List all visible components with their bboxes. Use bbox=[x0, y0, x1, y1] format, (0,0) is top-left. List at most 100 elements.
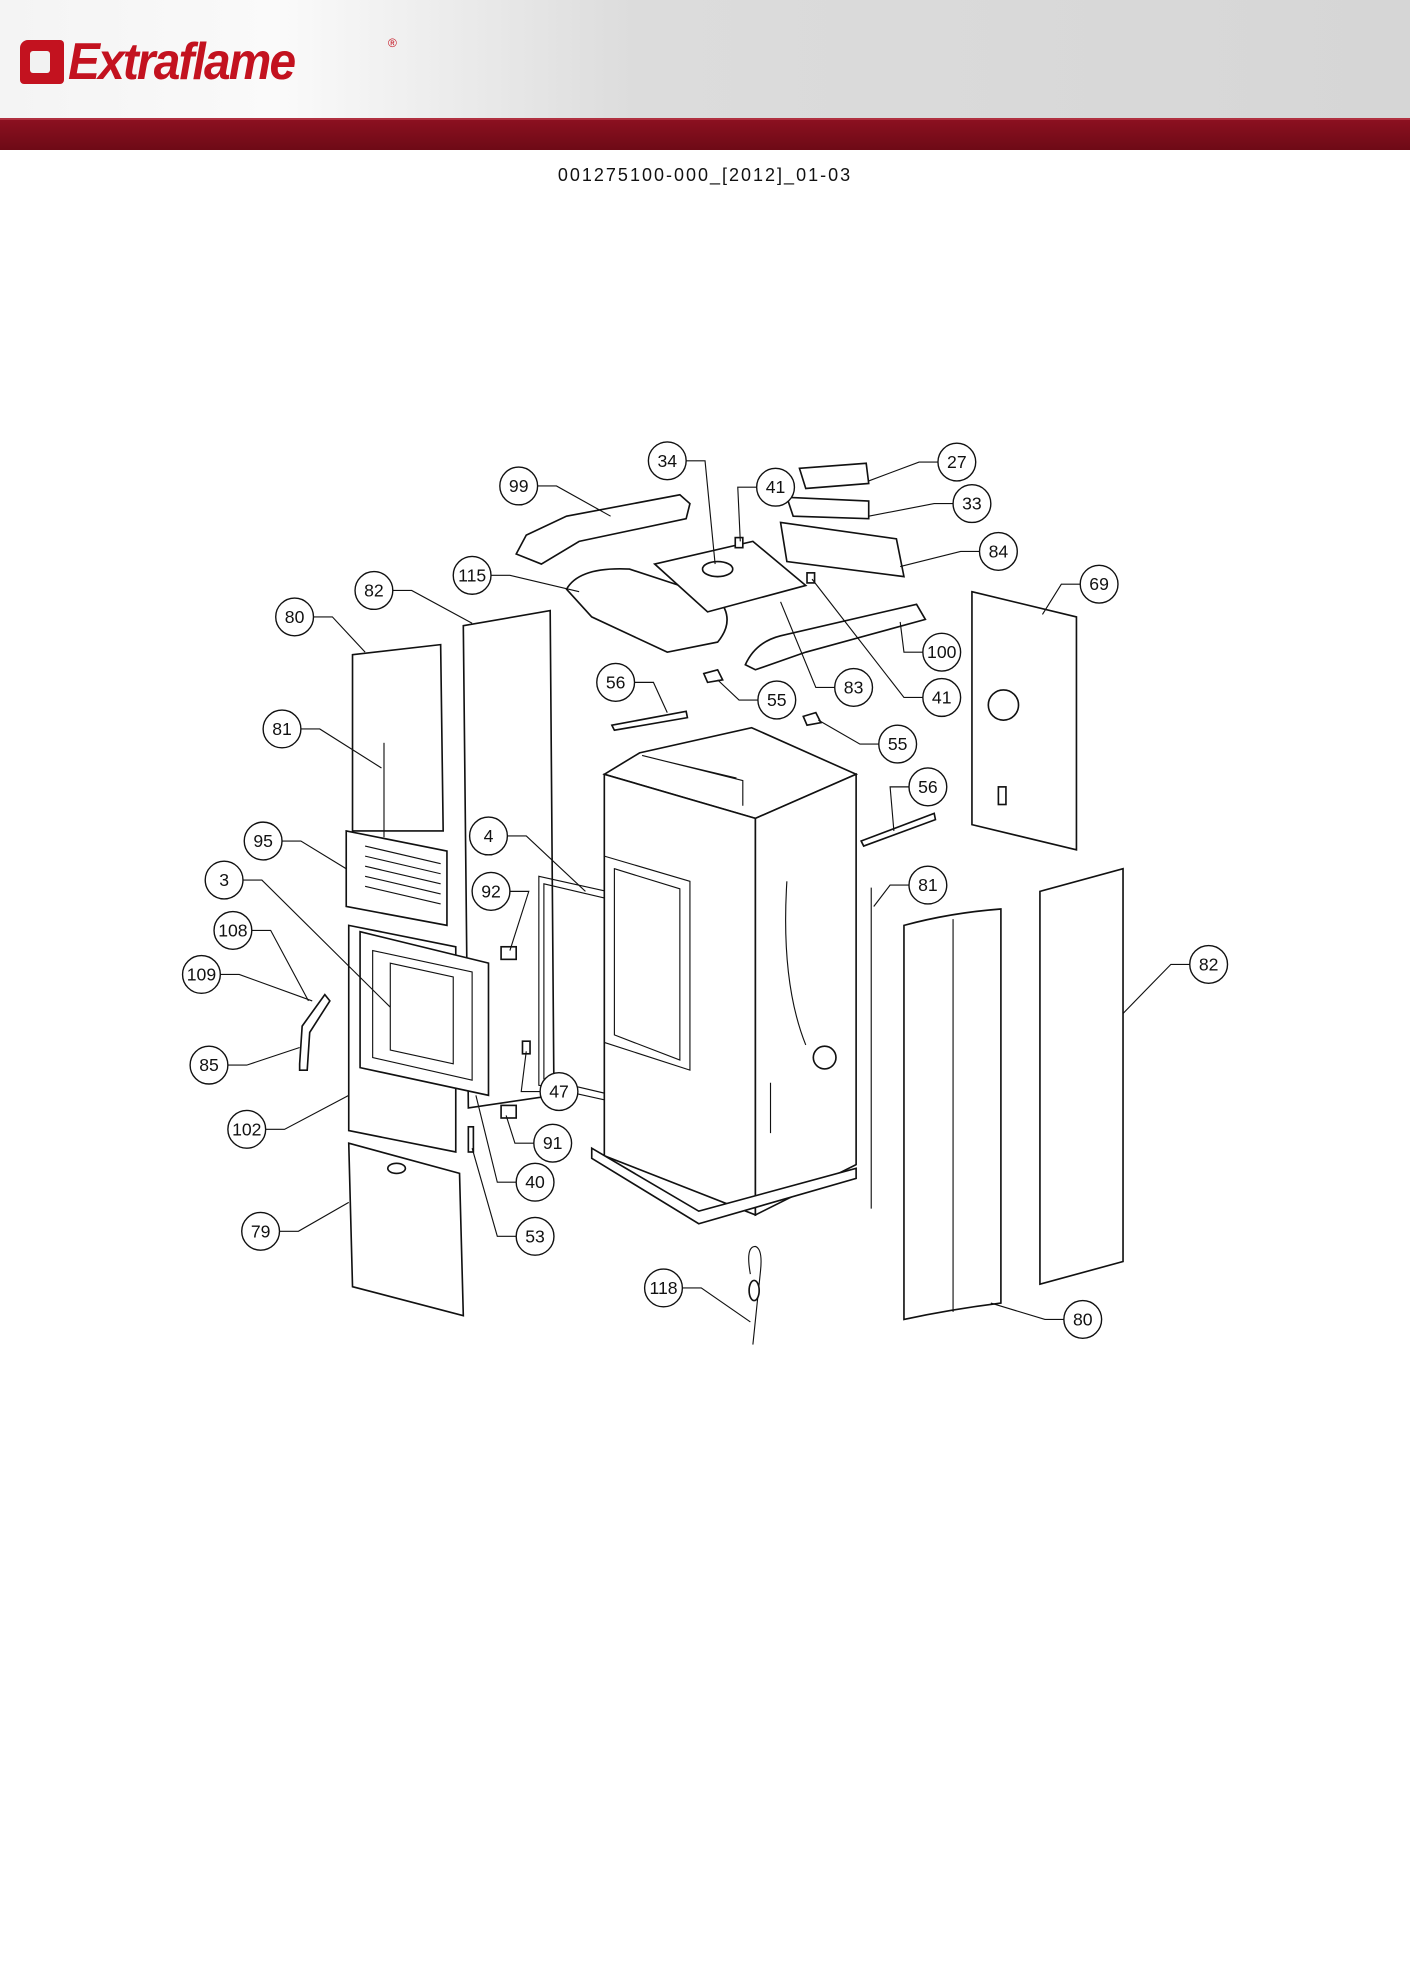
leader-line bbox=[300, 728, 382, 769]
leader-line bbox=[868, 503, 954, 517]
callout-circle bbox=[757, 680, 797, 720]
part-84-rear-box bbox=[779, 521, 905, 578]
part-79-lower-panel bbox=[347, 1142, 465, 1317]
part-34-flue-ring bbox=[701, 560, 734, 578]
part-118-cable bbox=[748, 1245, 762, 1345]
callout-label: 55 bbox=[888, 734, 908, 754]
leader-line bbox=[686, 460, 716, 565]
part-56-strip-b bbox=[860, 812, 937, 848]
callout-circle bbox=[908, 865, 948, 905]
callout-34: 34 bbox=[647, 441, 716, 565]
callout-circle bbox=[354, 570, 394, 611]
part-100-top-cover-right bbox=[744, 603, 927, 671]
leader-line bbox=[990, 1302, 1064, 1320]
callout-circle bbox=[755, 467, 796, 507]
callout-circle bbox=[878, 724, 918, 764]
callout-53: 53 bbox=[471, 1148, 555, 1256]
callout-label: 79 bbox=[251, 1221, 271, 1241]
callout-label: 85 bbox=[199, 1055, 219, 1075]
callout-label: 108 bbox=[218, 920, 248, 940]
callout-label: 84 bbox=[989, 541, 1009, 561]
callout-82: 82 bbox=[1122, 944, 1229, 1014]
part-82-right-panel bbox=[1039, 867, 1124, 1286]
stove-base bbox=[590, 1146, 857, 1225]
callout-41: 41 bbox=[811, 578, 962, 718]
part-56-strip bbox=[610, 710, 689, 732]
callout-label: 95 bbox=[253, 831, 273, 851]
leader-line bbox=[634, 681, 668, 713]
callout-circle bbox=[515, 1162, 555, 1202]
callout-circle bbox=[647, 441, 687, 481]
callout-circle bbox=[1063, 1299, 1103, 1340]
callout-label: 53 bbox=[525, 1226, 545, 1246]
callout-circle bbox=[908, 767, 948, 807]
document-code: 001275100-000_[2012]_01-03 bbox=[557, 165, 853, 185]
leader-line bbox=[313, 616, 366, 653]
callout-100: 100 bbox=[899, 621, 962, 672]
callout-circle bbox=[275, 597, 315, 637]
callout-99: 99 bbox=[499, 466, 611, 517]
part-69-back-panel bbox=[971, 590, 1078, 851]
leader-line bbox=[520, 1051, 541, 1093]
leader-line bbox=[717, 679, 758, 701]
leader-line bbox=[242, 879, 391, 1008]
callout-3: 3 bbox=[204, 860, 391, 1008]
part-92-hinge bbox=[500, 945, 518, 961]
leader-line bbox=[509, 890, 530, 951]
part-95-grille bbox=[345, 829, 448, 927]
leader-line bbox=[265, 1094, 350, 1130]
callout-85: 85 bbox=[189, 1045, 300, 1085]
callout-55: 55 bbox=[717, 679, 797, 720]
leader-line bbox=[1041, 583, 1081, 615]
leader-line bbox=[811, 578, 923, 699]
callout-circle bbox=[204, 860, 244, 900]
callout-label: 109 bbox=[187, 964, 216, 984]
callout-label: 69 bbox=[1089, 574, 1109, 594]
part-55-bracket-b bbox=[802, 711, 823, 727]
callout-circle bbox=[189, 1045, 229, 1085]
callout-102: 102 bbox=[227, 1094, 350, 1149]
registered-mark: ® bbox=[388, 36, 397, 50]
leader-line bbox=[818, 719, 879, 745]
header-band bbox=[0, 118, 1410, 150]
callout-circle bbox=[922, 632, 962, 672]
callout-47: 47 bbox=[520, 1051, 579, 1112]
part-41-clip-b bbox=[806, 572, 816, 584]
callout-115: 115 bbox=[452, 555, 580, 595]
callout-label: 55 bbox=[767, 690, 787, 710]
callout-circle bbox=[952, 484, 992, 524]
callout-circle bbox=[1079, 564, 1119, 604]
callout-circle bbox=[978, 531, 1018, 572]
callout-118: 118 bbox=[643, 1268, 751, 1323]
callout-circle bbox=[643, 1268, 684, 1308]
leader-line bbox=[868, 461, 938, 482]
callout-91: 91 bbox=[505, 1115, 573, 1163]
callout-label: 56 bbox=[606, 672, 626, 692]
callout-81: 81 bbox=[873, 865, 948, 907]
callouts-layer: 9934412733841158280691004183565555815695… bbox=[181, 441, 1229, 1340]
callout-label: 118 bbox=[649, 1278, 677, 1298]
callout-27: 27 bbox=[868, 442, 977, 482]
leader-line bbox=[900, 550, 980, 568]
callout-label: 33 bbox=[962, 494, 982, 514]
callout-79: 79 bbox=[241, 1201, 350, 1251]
leader-line bbox=[279, 1201, 350, 1232]
callout-label: 34 bbox=[657, 451, 677, 471]
leader-line bbox=[889, 786, 909, 831]
callout-label: 3 bbox=[219, 870, 229, 890]
callout-circle bbox=[262, 709, 302, 749]
callout-33: 33 bbox=[868, 484, 992, 524]
callout-label: 83 bbox=[844, 677, 864, 697]
callout-label: 82 bbox=[364, 580, 384, 600]
callout-label: 47 bbox=[549, 1082, 569, 1102]
callout-circle bbox=[452, 555, 492, 595]
callout-80: 80 bbox=[990, 1299, 1103, 1340]
callout-label: 41 bbox=[932, 687, 952, 707]
callout-55: 55 bbox=[818, 719, 918, 764]
part-33-panel-support bbox=[785, 496, 870, 520]
leader-line bbox=[491, 574, 580, 593]
part-85-handle bbox=[298, 993, 331, 1071]
leader-line bbox=[780, 601, 835, 688]
leader-line bbox=[392, 589, 473, 624]
part-80-left-side-panel bbox=[351, 643, 444, 832]
